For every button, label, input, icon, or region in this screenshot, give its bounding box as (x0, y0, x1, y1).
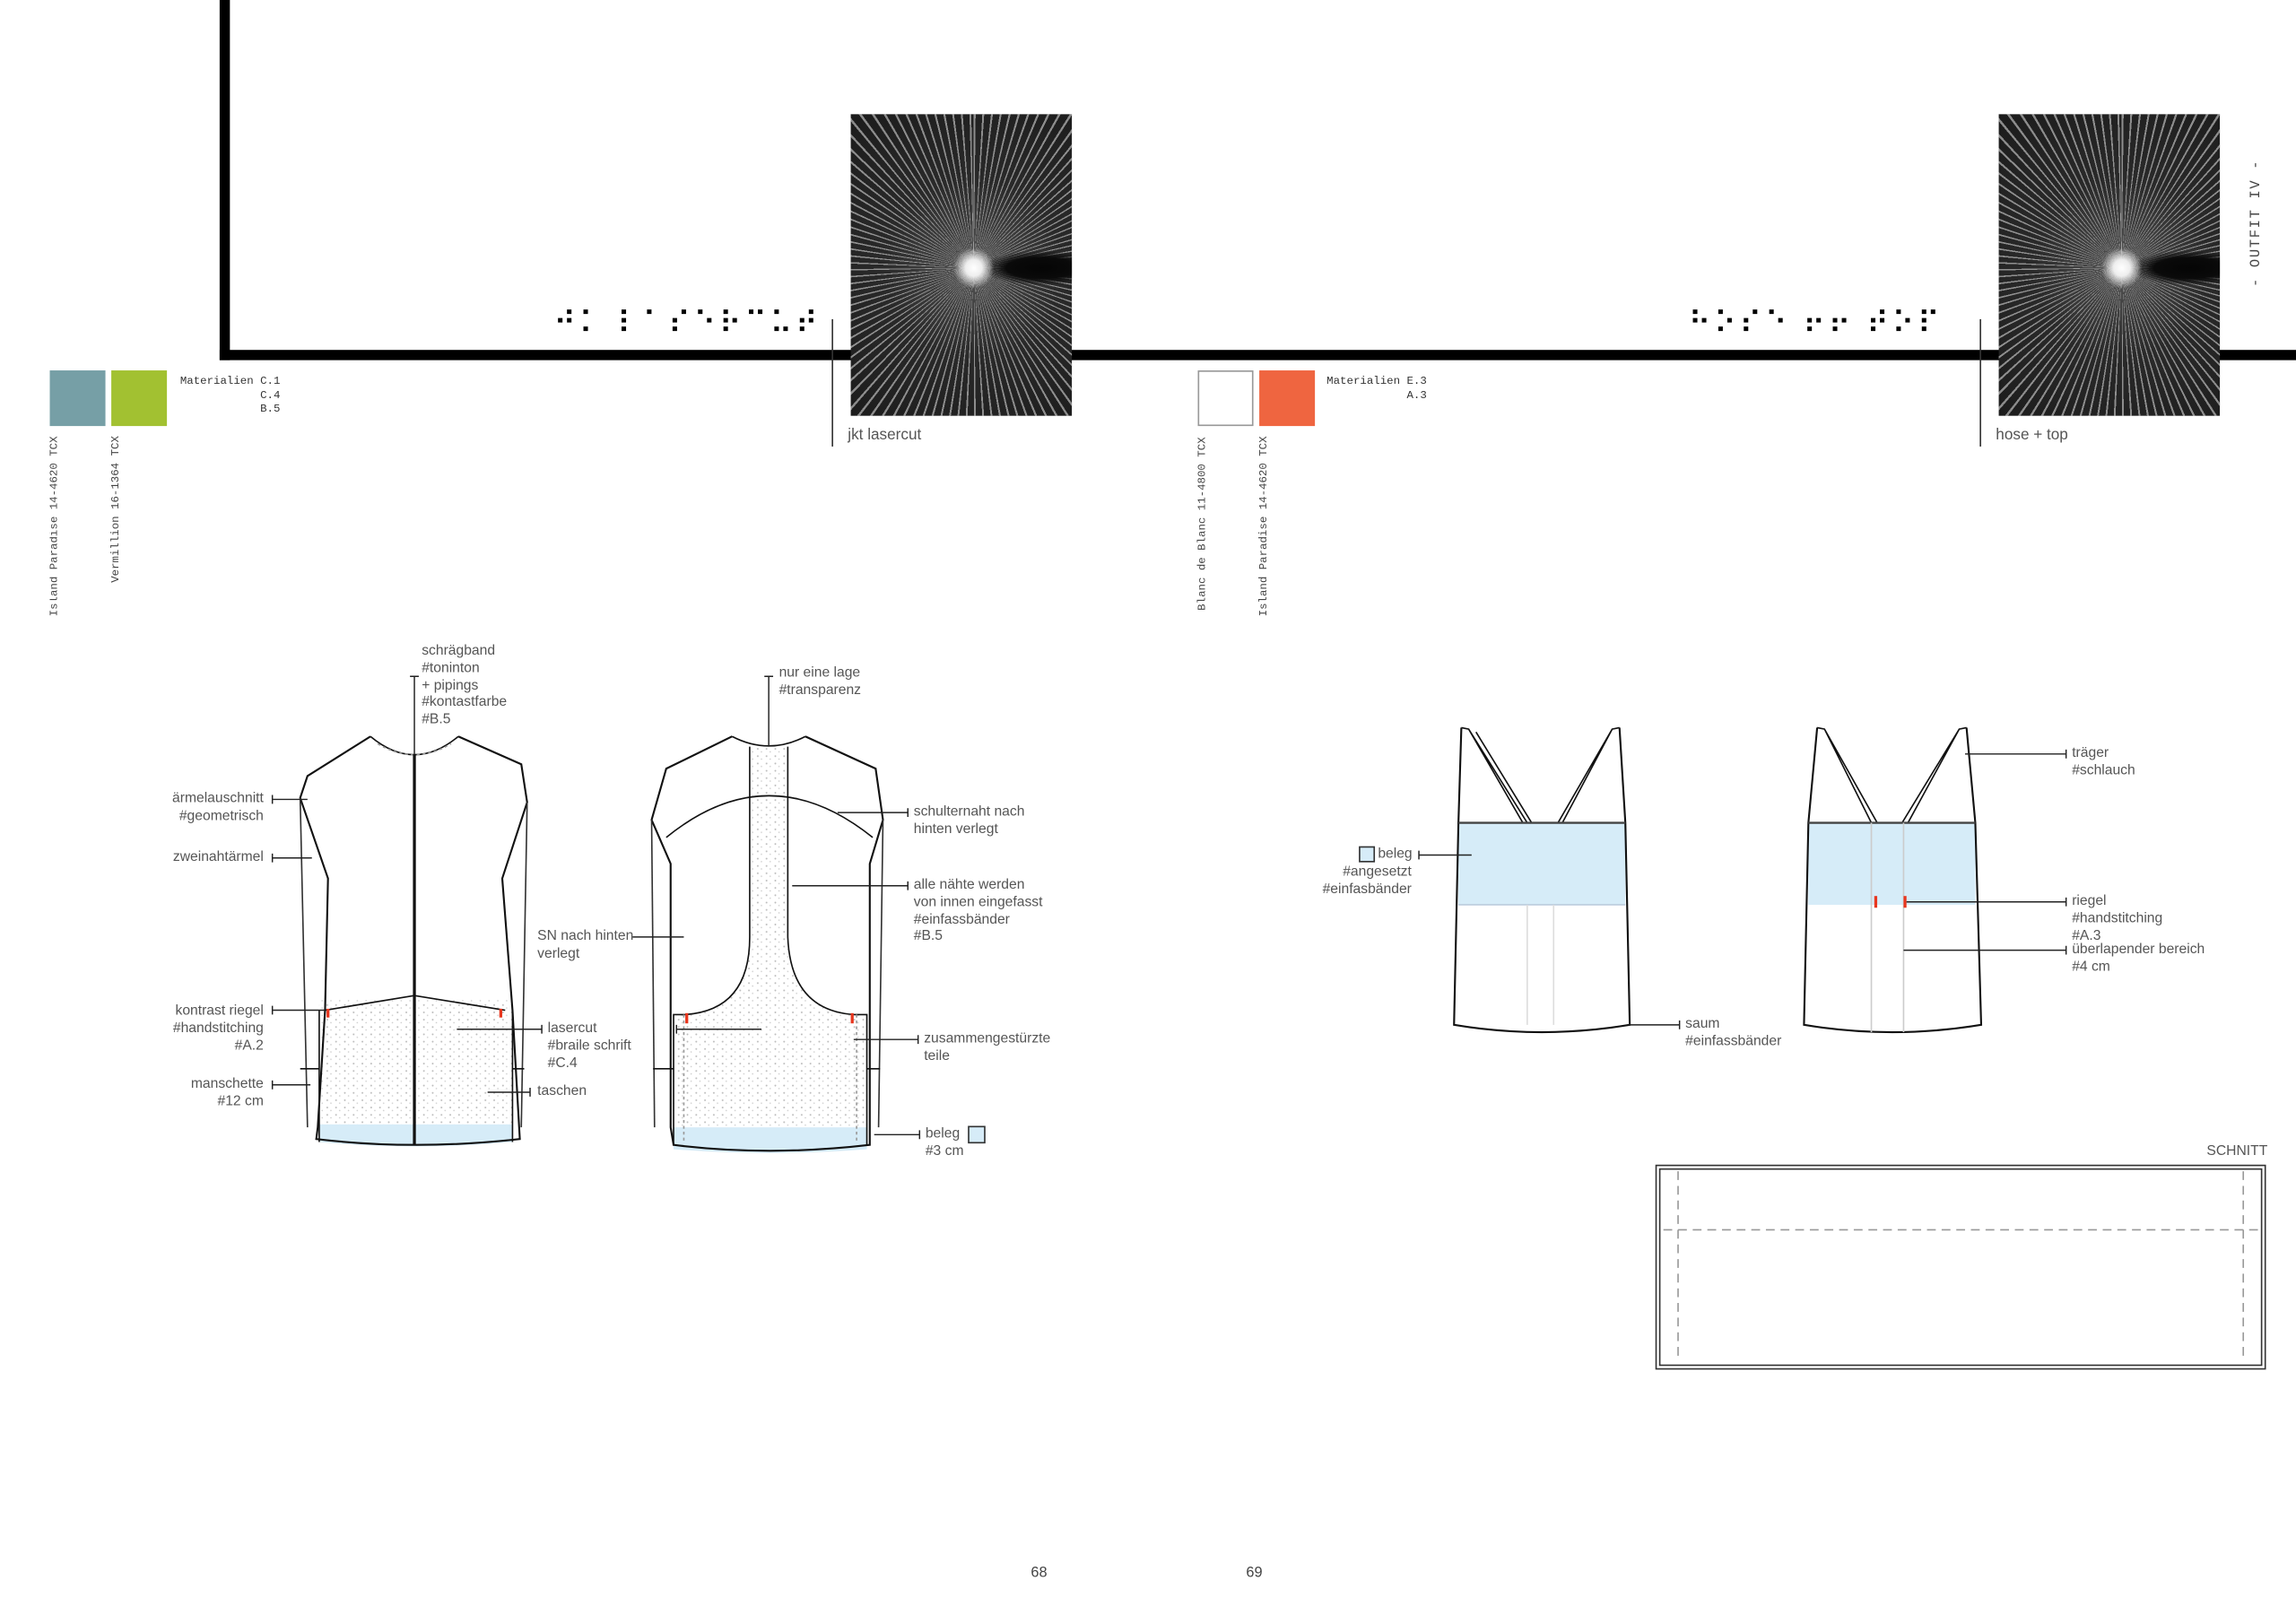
divider-line (1979, 318, 1981, 447)
label-beleg-top-sub: #angesetzt #einfasbänder (1322, 864, 1412, 898)
leader-lines (271, 675, 2067, 1140)
fabric-photo-laser-burst (850, 114, 1073, 416)
braille-title-left: ⠚⠅ ⠇⠁⠎⠑⠗⠉⠥⠞ (553, 306, 822, 342)
label-beleg-size: #3 cm (925, 1143, 964, 1160)
color-swatch-island-paradise (49, 370, 106, 427)
label-kontrast-riegel: kontrast riegel #handstitching #A.2 (172, 1003, 264, 1054)
label-schulternaht: schulternaht nach hinten verlegt (913, 803, 1025, 838)
divider-line (831, 318, 833, 447)
materials-list: Materialien E.3 A.3 (1326, 376, 1427, 403)
label-traeger: träger #schlauch (2072, 745, 2135, 779)
label-sn-nach-hinten: SN nach hinten verlegt (537, 928, 634, 962)
label-aermelausschnitt: ärmelauschnitt #geometrisch (172, 790, 264, 824)
label-saum: saum #einfassbänder (1685, 1016, 1782, 1050)
frame-horizontal-bar (219, 350, 2296, 360)
top-front-drawing (1453, 726, 1631, 1034)
jacket-front-drawing (299, 735, 528, 1147)
photo-caption-right: hose + top (1996, 426, 2068, 444)
fabric-photo-laser-burst (1998, 114, 2221, 416)
color-swatch-orange (1259, 370, 1316, 427)
label-ueberlapender-bereich: überlapender bereich #4 cm (2072, 941, 2205, 976)
top-back-drawing (1803, 726, 1983, 1034)
label-alle-naehte: alle nähte werden von innen eingefasst #… (913, 876, 1043, 945)
label-beleg: beleg (925, 1125, 961, 1142)
pattern-schnitt-drawing (1655, 1164, 2266, 1370)
label-schraegband: schrägband #toninton + pipings #kontastf… (422, 642, 508, 728)
color-swatch-vermillion (111, 370, 168, 427)
label-beleg-top: beleg (1378, 846, 1413, 863)
label-manschette: manschette #12 cm (190, 1075, 264, 1110)
page-number-left: 68 (1031, 1565, 1048, 1582)
jacket-back-drawing (650, 735, 884, 1153)
label-nur-eine-lage: nur eine lage #transparenz (778, 664, 861, 699)
label-lasercut: lasercut #braile schrift #C.4 (547, 1020, 631, 1072)
label-zweinahtaermel: zweinahtärmel (172, 848, 264, 865)
label-taschen: taschen (537, 1083, 587, 1100)
braille-title-right: ⠓⠕⠎⠑ ⠖⠖ ⠞⠕⠏ (1688, 306, 1944, 342)
pattern-title: SCHNITT (2206, 1143, 2268, 1160)
photo-caption-left: jkt lasercut (848, 426, 922, 444)
frame-vertical-bar (219, 0, 230, 360)
beleg-color-chip (968, 1125, 986, 1144)
label-riegel: riegel #handstitching #A.3 (2072, 892, 2163, 944)
materials-list: Materialien C.1 C.4 B.5 (179, 376, 281, 416)
page-number-right: 69 (1246, 1565, 1263, 1582)
label-zusammengestuerzte: zusammengestürzte teile (924, 1030, 1051, 1064)
beleg-color-chip (1359, 846, 1376, 863)
color-swatch-blanc-de-blanc (1197, 370, 1254, 427)
